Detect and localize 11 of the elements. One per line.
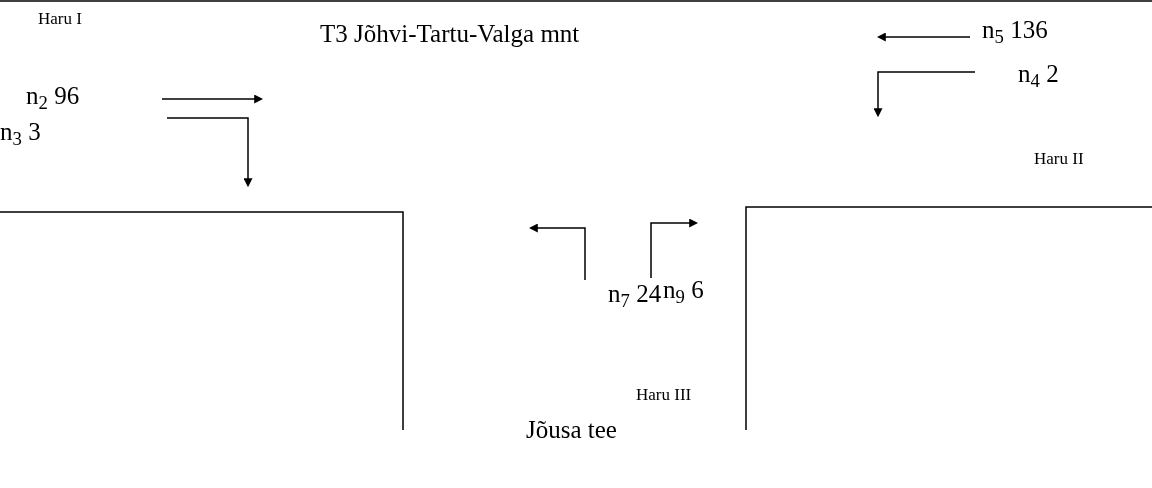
traffic-count: n$_{4}$ 2 <box>1018 59 1059 90</box>
road-title: T3 Jõhvi-Tartu-Valga mnt <box>320 19 580 49</box>
branch-label: Haru III <box>636 384 692 406</box>
road-name: Jõusa tee <box>526 415 617 445</box>
branch-label: Haru II <box>1034 148 1084 170</box>
traffic-count: n$_{2}$ 96 <box>26 81 80 112</box>
traffic-count: n$_{9}$ 6 <box>663 275 704 306</box>
traffic-count: n$_{7}$ 24 <box>608 279 662 310</box>
branch-label: Haru I <box>38 8 82 30</box>
traffic-count: n$_{5}$ 136 <box>982 15 1048 46</box>
traffic-count: n$_{3}$ 3 <box>0 117 41 148</box>
